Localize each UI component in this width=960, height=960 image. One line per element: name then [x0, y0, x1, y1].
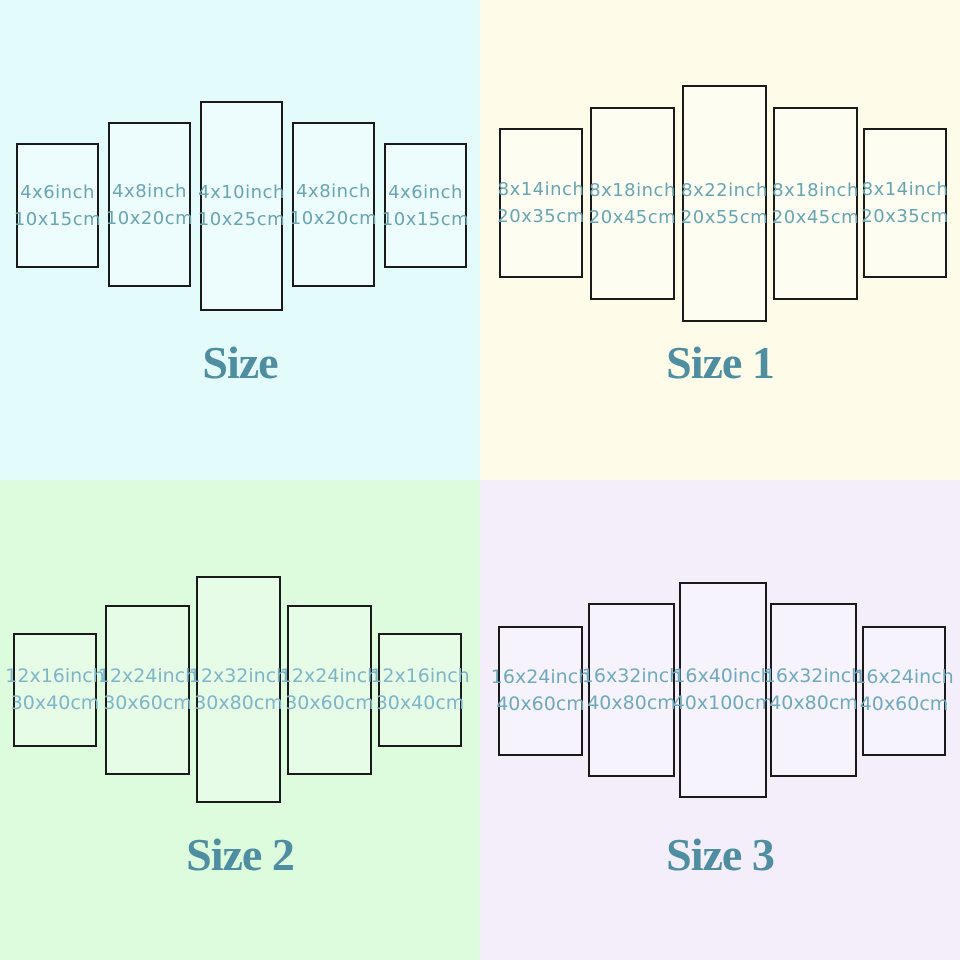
cm-size: 40x60cm: [496, 693, 585, 715]
cm-size: 30x60cm: [103, 692, 192, 714]
panel: 12x16inch 30x40cm: [370, 633, 470, 747]
quadrant-size-2: 12x16inch 30x40cm 12x24inch 30x60cm 12x3…: [0, 480, 480, 960]
panel: 8x18inch 20x45cm: [589, 107, 676, 300]
inch-size: 16x32inch: [581, 665, 682, 687]
panel: 4x10inch 10x25cm: [198, 101, 285, 311]
inch-size: 8x18inch: [772, 179, 859, 201]
inch-size: 16x24inch: [854, 666, 954, 688]
inch-size: 4x6inch: [20, 181, 95, 203]
inch-size: 8x14inch: [497, 179, 585, 200]
inch-size: 12x24inch: [279, 665, 380, 687]
cm-size: 30x40cm: [10, 692, 100, 714]
inch-size: 4x6inch: [388, 181, 463, 203]
panel: 8x18inch 20x45cm: [772, 107, 859, 300]
inch-size: 12x16inch: [370, 665, 470, 687]
panel: 8x14inch 20x35cm: [861, 128, 948, 278]
panel-label: 8x14inch 20x35cm: [497, 176, 584, 230]
panel-label: 4x8inch 10x20cm: [290, 178, 377, 232]
panel: 4x8inch 10x20cm: [106, 122, 193, 287]
panel: 12x24inch 30x60cm: [280, 605, 379, 775]
inch-size: 12x32inch: [188, 664, 289, 687]
panel: 16x32inch 40x80cm: [582, 603, 681, 777]
panel: 16x40inch 40x100cm: [673, 582, 773, 798]
inch-size: 12x24inch: [97, 665, 198, 687]
panel-label: 8x18inch 20x45cm: [589, 177, 676, 231]
panel: 4x6inch 10x15cm: [14, 143, 101, 268]
inch-size: 4x10inch: [198, 182, 285, 203]
cm-size: 40x80cm: [769, 692, 858, 714]
quadrant-title: Size: [202, 337, 278, 388]
inch-size: 8x22inch: [681, 179, 768, 201]
panel: 4x8inch 10x20cm: [290, 122, 377, 287]
panel-label: 12x24inch 30x60cm: [98, 663, 197, 717]
panel: 16x24inch 40x60cm: [854, 626, 954, 756]
quadrant-title: Size 2: [186, 829, 295, 880]
panel-label: 12x16inch 30x40cm: [370, 663, 469, 717]
cm-size: 10x20cm: [289, 207, 378, 229]
panel-label: 16x24inch 40x60cm: [491, 664, 590, 718]
cm-size: 10x25cm: [197, 209, 286, 230]
panel-label: 4x6inch 10x15cm: [382, 179, 469, 233]
panel-label: 12x24inch 30x60cm: [280, 663, 379, 717]
cm-size: 10x20cm: [105, 207, 194, 229]
inch-size: 8x18inch: [589, 179, 676, 201]
panel-label: 12x32inch 30x80cm: [189, 663, 288, 717]
panel-label: 4x10inch 10x25cm: [198, 179, 285, 233]
cm-size: 20x45cm: [771, 206, 860, 228]
panel: 16x24inch 40x60cm: [491, 626, 590, 756]
quadrant-size-3: 16x24inch 40x60cm 16x32inch 40x80cm 16x4…: [480, 480, 960, 960]
quadrant-title: Size 1: [666, 337, 775, 388]
inch-size: 8x14inch: [861, 179, 949, 200]
panel: 12x32inch 30x80cm: [189, 576, 288, 803]
panel-label: 16x32inch 40x80cm: [764, 663, 863, 717]
quadrant-title: Size 3: [666, 829, 775, 880]
panel-label: 12x16inch 30x40cm: [5, 663, 104, 717]
panel: 12x24inch 30x60cm: [98, 605, 197, 775]
inch-size: 4x8inch: [112, 180, 187, 202]
cm-size: 30x80cm: [194, 691, 283, 714]
inch-size: 16x40inch: [673, 665, 773, 687]
cm-size: 30x40cm: [375, 692, 465, 714]
inch-size: 12x16inch: [5, 665, 105, 687]
panel-label: 4x8inch 10x20cm: [106, 178, 193, 232]
cm-size: 40x80cm: [587, 692, 676, 714]
quadrant-size: 4x6inch 10x15cm 4x8inch 10x20cm 4x10inch…: [0, 0, 480, 480]
panel-label: 8x14inch 20x35cm: [861, 176, 948, 230]
inch-size: 16x24inch: [490, 666, 591, 688]
cm-size: 20x55cm: [680, 206, 769, 228]
cm-size: 40x100cm: [672, 692, 774, 714]
panel: 16x32inch 40x80cm: [764, 603, 863, 777]
panel: 8x14inch 20x35cm: [497, 128, 584, 278]
panel-label: 4x6inch 10x15cm: [14, 179, 101, 233]
cm-size: 20x35cm: [497, 206, 585, 227]
cm-size: 20x35cm: [861, 206, 949, 227]
panel: 4x6inch 10x15cm: [382, 143, 469, 268]
panel-label: 16x40inch 40x100cm: [673, 663, 774, 717]
panel-label: 8x18inch 20x45cm: [772, 177, 859, 231]
cm-size: 30x60cm: [285, 692, 374, 714]
panel-label: 16x32inch 40x80cm: [582, 663, 681, 717]
inch-size: 16x32inch: [763, 665, 864, 687]
cm-size: 40x60cm: [859, 693, 949, 715]
panel: 8x22inch 20x55cm: [681, 85, 768, 322]
cm-size: 10x15cm: [13, 208, 102, 230]
panel: 12x16inch 30x40cm: [5, 633, 105, 747]
cm-size: 10x15cm: [381, 208, 470, 230]
quadrant-size-1: 8x14inch 20x35cm 8x18inch 20x45cm 8x22in…: [480, 0, 960, 480]
cm-size: 20x45cm: [588, 206, 677, 228]
panel-label: 8x22inch 20x55cm: [681, 177, 768, 231]
inch-size: 4x8inch: [296, 180, 371, 202]
panel-label: 16x24inch 40x60cm: [854, 664, 953, 718]
